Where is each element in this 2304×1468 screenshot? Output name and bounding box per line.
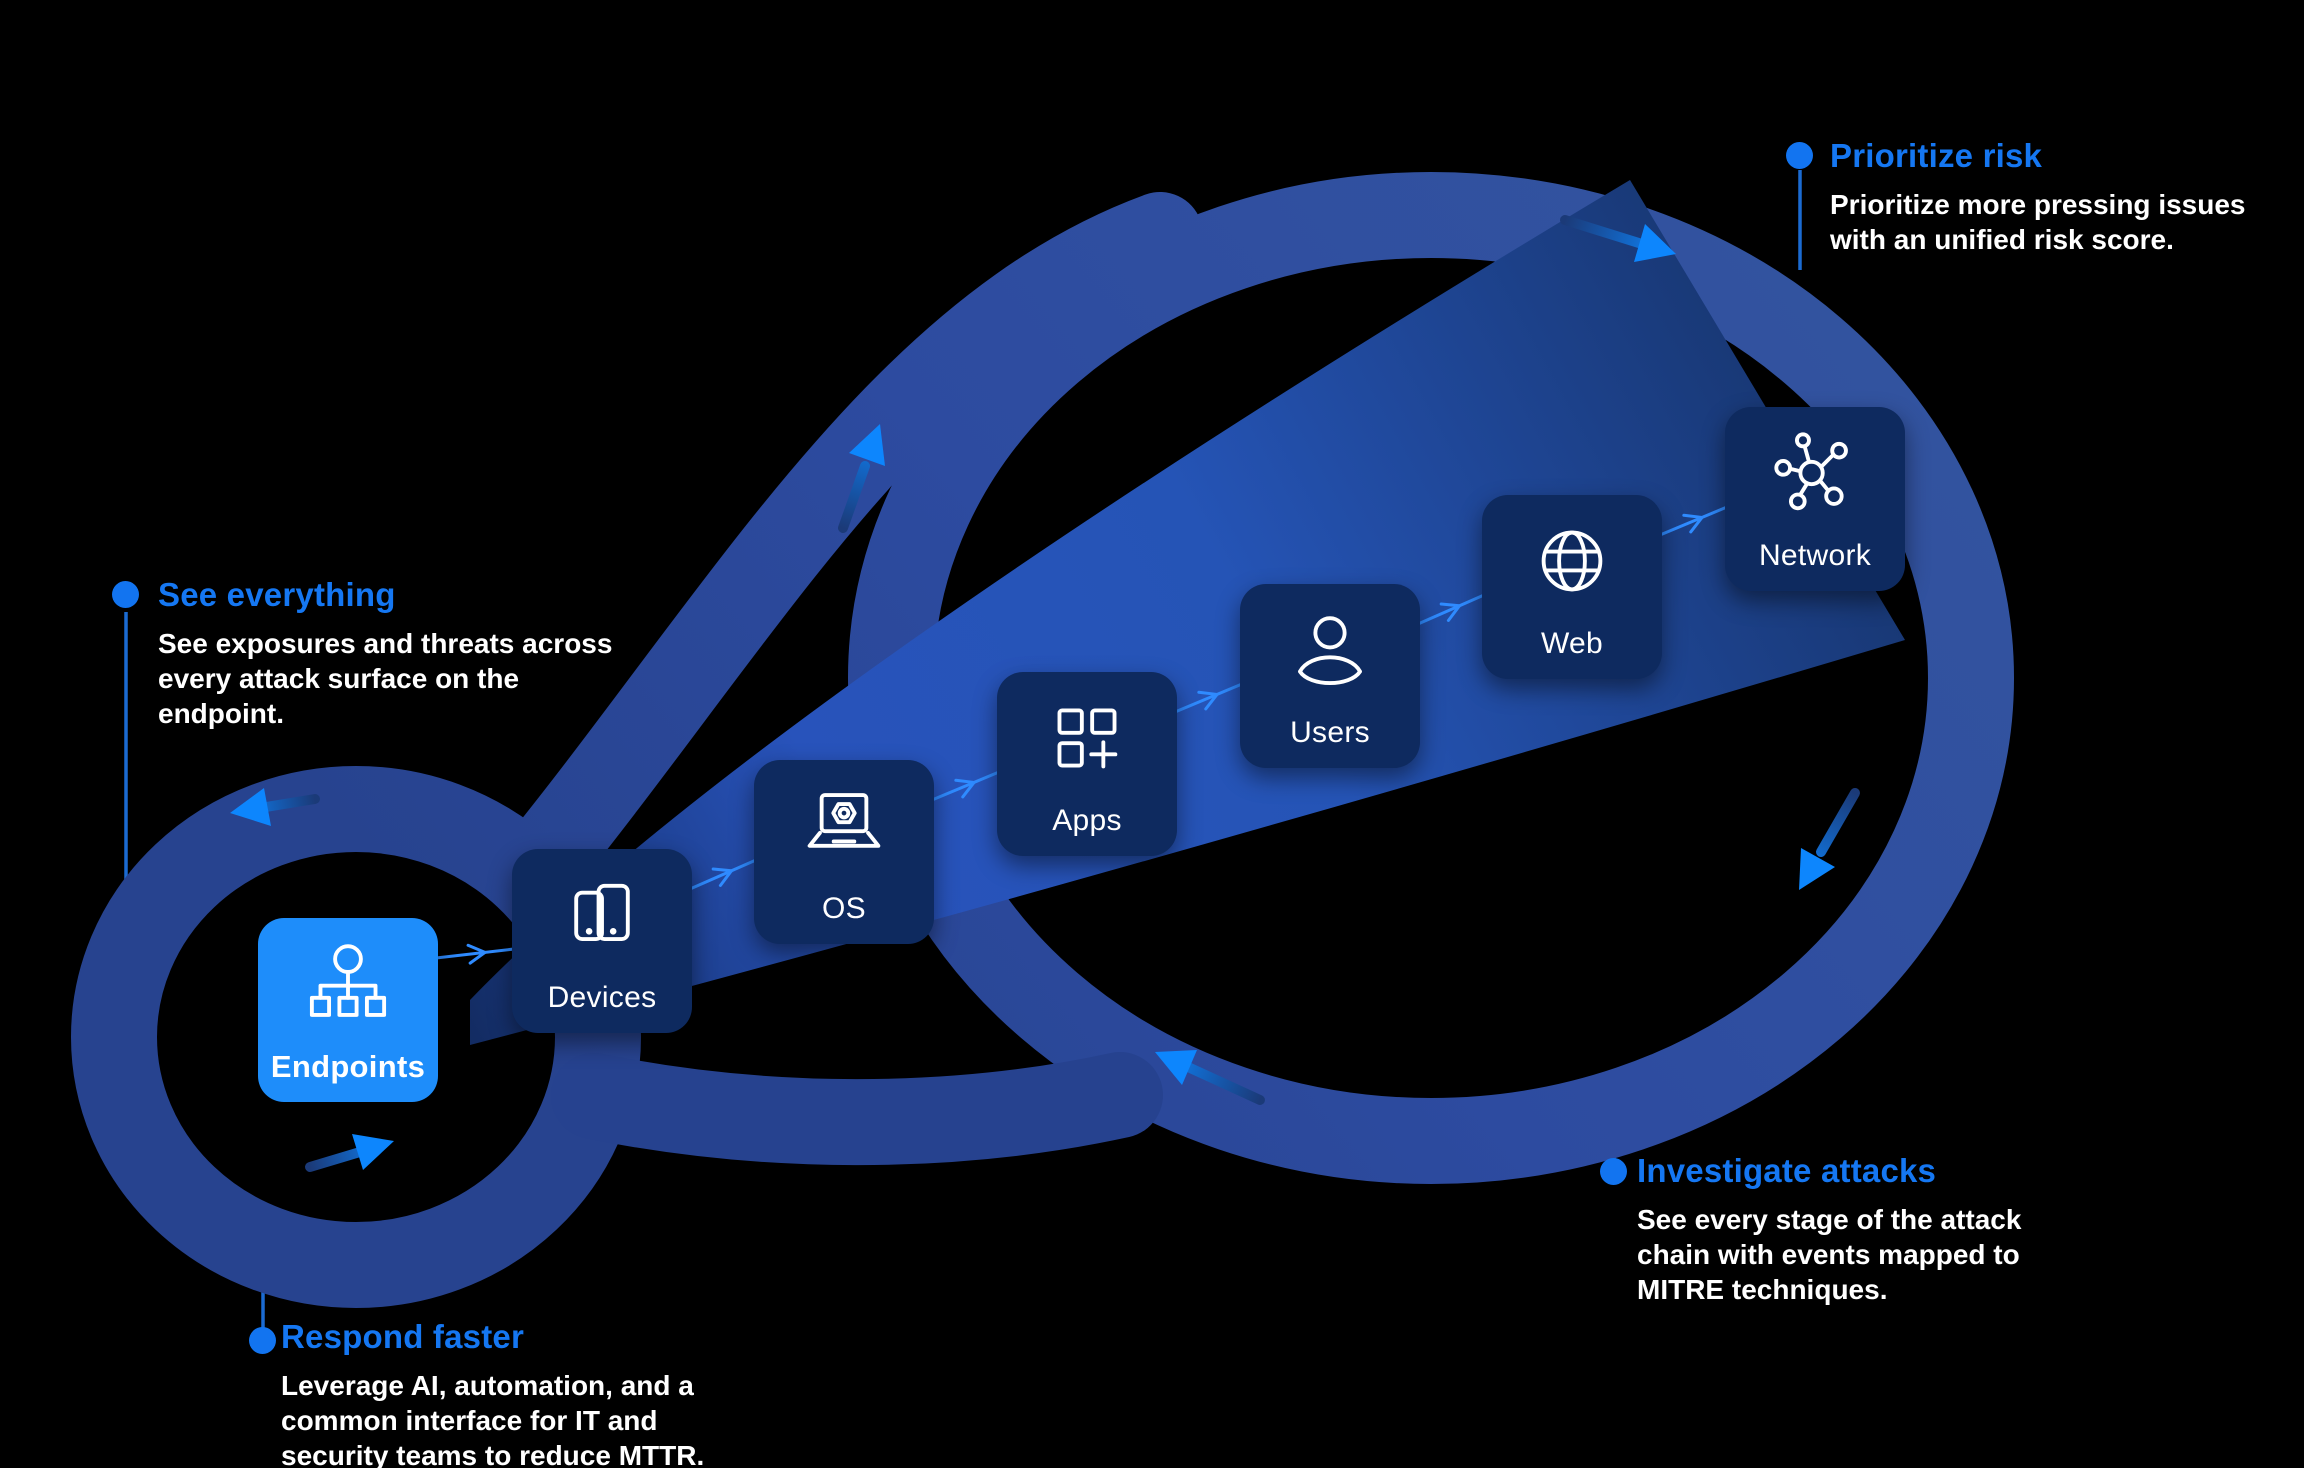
node-card-network[interactable]: Network (1725, 407, 1905, 591)
flow-arrow-bottom-middle (1155, 1050, 1265, 1105)
laptop-os-icon (754, 760, 934, 892)
flow-arrow-ascending (838, 424, 885, 533)
flow-arrow-small-loop-top (230, 788, 320, 826)
node-label: Apps (1052, 804, 1122, 837)
flow-arrow-top-right (1560, 215, 1676, 262)
callout-title: Prioritize risk (1830, 137, 2043, 174)
investigate-attacks-dot (1600, 1158, 1627, 1185)
node-card-devices[interactable]: Devices (512, 849, 692, 1033)
flow-arrow-small-loop-bottom (305, 1134, 394, 1172)
connector-users-web (1416, 593, 1486, 626)
see-everything-dot (112, 581, 139, 608)
node-card-users[interactable]: Users (1240, 584, 1420, 768)
ribbon-small-loop (71, 766, 641, 1308)
user-icon (1240, 584, 1420, 716)
connector-devices-os (688, 858, 758, 891)
node-card-web[interactable]: Web (1482, 495, 1662, 679)
flow-arrow-right-side (1799, 788, 1860, 890)
node-card-apps[interactable]: Apps (997, 672, 1177, 856)
node-label: Users (1290, 716, 1370, 749)
globe-icon (1482, 495, 1662, 627)
node-connectors (434, 505, 1729, 965)
callout-title: Investigate attacks (1637, 1152, 1937, 1189)
network-hub-icon (1725, 407, 1905, 539)
node-label: Endpoints (270, 1049, 426, 1084)
node-card-endpoints[interactable]: Endpoints (258, 918, 438, 1102)
node-label: OS (822, 892, 866, 925)
callout-title: See everything (158, 576, 396, 613)
connector-os-apps (930, 770, 1001, 802)
callout-title: Respond faster (281, 1318, 525, 1355)
callout-see-everything: See everything See exposures and threats… (158, 576, 612, 731)
connector-apps-users (1173, 682, 1244, 714)
connector-web-network (1658, 505, 1729, 537)
callout-prioritize-risk: Prioritize risk Prioritize more pressing… (1830, 137, 2246, 257)
callout-respond-faster: Respond faster Leverage AI, automation, … (281, 1318, 704, 1468)
node-label: Devices (547, 981, 657, 1014)
ribbon-descending-segment (551, 1052, 1163, 1166)
devices-icon (512, 849, 692, 981)
node-card-os[interactable]: OS (754, 760, 934, 944)
ribbon-ascending-segment (488, 192, 1203, 919)
sitemap-icon (258, 918, 438, 1050)
node-label: Network (1758, 539, 1872, 572)
apps-grid-plus-icon (997, 672, 1177, 804)
prioritize-risk-dot (1786, 142, 1813, 169)
connector-endpoints-devices (434, 943, 516, 965)
respond-faster-dot (249, 1327, 276, 1354)
ribbon-flow-arrows (230, 215, 1860, 1172)
node-label: Web (1540, 627, 1604, 660)
callout-investigate-attacks: Investigate attacks See every stage of t… (1637, 1152, 2021, 1307)
